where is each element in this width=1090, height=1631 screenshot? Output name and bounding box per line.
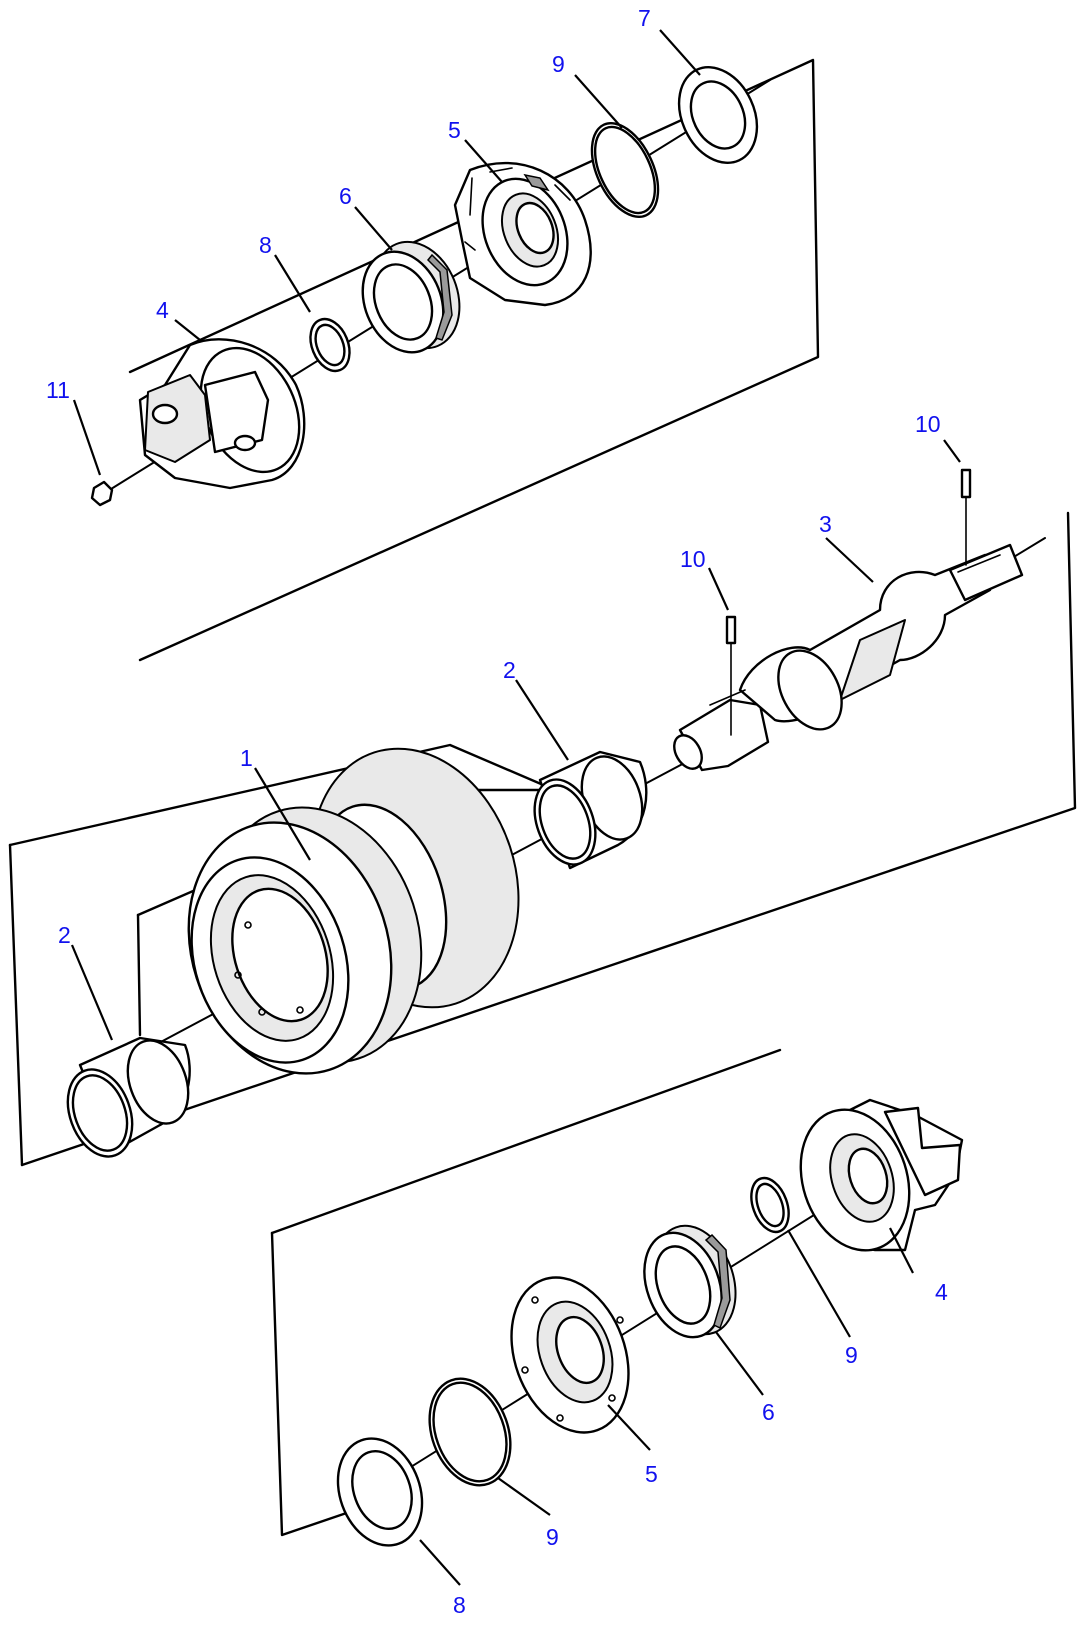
housing-part-4-top [138, 338, 306, 490]
callout-11: 11 [46, 377, 70, 403]
callout-3: 3 [819, 511, 832, 537]
o-ring-part-8-bottom [750, 1176, 790, 1234]
o-ring-part-9-top [590, 121, 660, 219]
callout-7-bottom: 8 [453, 1592, 466, 1618]
callout-2-left: 2 [58, 922, 71, 948]
callout-6-bottom: 6 [762, 1399, 775, 1425]
callout-5-bottom: 5 [645, 1461, 658, 1487]
bushing-part-2-right [533, 750, 648, 870]
o-ring-part-9-bottom [428, 1377, 512, 1487]
track-roller-part-1 [187, 747, 520, 1075]
callout-1: 1 [240, 745, 253, 771]
bushing-part-2-left [66, 1036, 191, 1158]
callout-5-top: 5 [448, 117, 461, 143]
callout-4-top: 4 [156, 297, 169, 323]
seal-housing-part-5-top [453, 161, 592, 307]
thrust-washer-part-7-top [677, 65, 759, 165]
group-outline-bottom [270, 1048, 782, 1537]
shaft-part-3 [673, 543, 1024, 772]
leader-lines [70, 29, 961, 1586]
thrust-washer-part-7-bottom [336, 1437, 424, 1547]
callout-9-top: 9 [552, 51, 565, 77]
callout-labels: 7 9 5 6 8 4 11 10 3 10 2 1 2 4 9 6 5 9 8 [46, 5, 948, 1618]
callout-9-bottom: 9 [546, 1524, 559, 1550]
callout-6-top: 6 [339, 183, 352, 209]
callout-2-right: 2 [503, 657, 516, 683]
callout-8-bottom: 9 [845, 1342, 858, 1368]
callout-8-top: 8 [259, 232, 272, 258]
pin-part-10-right [960, 468, 972, 566]
pin-part-10-left [725, 615, 737, 736]
callout-10-right: 10 [915, 411, 941, 437]
callout-4-bottom: 4 [935, 1279, 948, 1305]
seal-housing-part-5-bottom [510, 1276, 630, 1434]
floating-seal-part-6-bottom [643, 1224, 737, 1339]
bolt-part-11 [90, 480, 114, 507]
callout-10-left: 10 [680, 546, 706, 572]
housing-part-4-bottom [799, 1098, 964, 1252]
callout-7-top: 7 [638, 5, 651, 31]
o-ring-part-8-top [309, 317, 351, 373]
floating-seal-part-6-top [361, 240, 461, 354]
